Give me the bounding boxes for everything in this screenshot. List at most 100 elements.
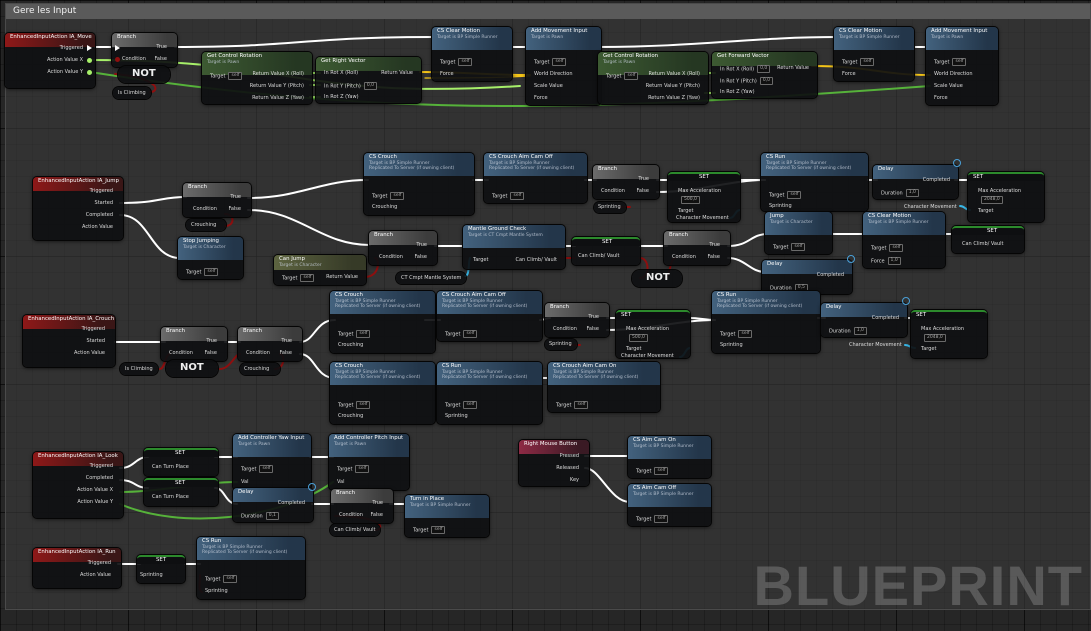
- self-box[interactable]: self: [223, 575, 238, 583]
- branch-look[interactable]: Branch Condition True False: [331, 489, 393, 523]
- self-box[interactable]: self: [889, 244, 904, 252]
- self-box[interactable]: self: [300, 274, 315, 282]
- self-box[interactable]: self: [463, 401, 478, 409]
- comment-title-bar[interactable]: Gere les Input: [6, 4, 1090, 19]
- float-pin[interactable]: [87, 58, 92, 63]
- branch-move[interactable]: Branch Condition True False: [112, 33, 177, 67]
- event-ia-move[interactable]: EnhancedInputAction IA_Move Triggered Ac…: [5, 33, 95, 88]
- var-crouching[interactable]: Crouching: [186, 219, 226, 231]
- set-can-climb-jump-2[interactable]: SET Can Climb/ Vault: [952, 226, 1024, 253]
- max-accel-value[interactable]: 500,0: [681, 196, 700, 204]
- self-box[interactable]: self: [791, 243, 806, 251]
- event-ia-jump[interactable]: EnhancedInputAction IA_Jump Triggered St…: [33, 177, 123, 240]
- duration-value[interactable]: 1,0: [905, 189, 919, 197]
- in-x-value[interactable]: 0,0: [757, 65, 771, 73]
- var-character-movement[interactable]: Character Movement: [676, 215, 729, 221]
- branch-jump-1[interactable]: Branch Condition True False: [183, 183, 251, 217]
- branch-jump-4[interactable]: Branch Condition True False: [664, 231, 730, 265]
- duration-value[interactable]: 0,1: [265, 512, 279, 520]
- branch-crouch-3[interactable]: Branch Condition True False: [545, 303, 609, 337]
- event-ia-run[interactable]: EnhancedInputAction IA_Run Triggered Act…: [33, 548, 121, 588]
- self-box[interactable]: self: [952, 58, 967, 66]
- self-box[interactable]: self: [787, 191, 802, 199]
- set-max-accel-crouch-2[interactable]: SET Max Acceleration 2048,0 Target: [911, 310, 987, 358]
- self-box[interactable]: self: [552, 58, 567, 66]
- var-is-climbing-crouch[interactable]: Is Climbing: [120, 363, 158, 375]
- bool-pin[interactable]: [115, 57, 120, 62]
- self-box[interactable]: self: [738, 330, 753, 338]
- branch-jump-3[interactable]: Branch Condition True False: [369, 231, 437, 265]
- var-sprinting-crouch[interactable]: Sprinting: [545, 339, 577, 350]
- in-y-value[interactable]: 0,0: [363, 82, 377, 90]
- max-accel-value[interactable]: 2048,0: [981, 196, 1003, 204]
- set-max-accel-jump-2[interactable]: SET Max Acceleration 2048,0 Target: [968, 172, 1044, 222]
- self-box[interactable]: self: [355, 465, 370, 473]
- self-box[interactable]: self: [463, 330, 478, 338]
- self-box[interactable]: self: [654, 515, 669, 523]
- set-max-accel-crouch[interactable]: SET Max Acceleration 500,0 Target: [616, 310, 690, 358]
- set-sprinting[interactable]: SET Sprinting: [137, 555, 185, 583]
- self-box[interactable]: self: [431, 526, 446, 534]
- var-character-movement[interactable]: Character Movement: [849, 342, 902, 348]
- max-accel-value[interactable]: 500,0: [629, 334, 648, 342]
- get-right-vector[interactable]: Get Right Vector In Rot X (Roll) In Rot …: [316, 57, 421, 103]
- in-y-value[interactable]: 0,0: [759, 77, 773, 85]
- not-move[interactable]: NOT: [118, 66, 170, 83]
- branch-jump-2[interactable]: Branch Condition True False: [593, 165, 659, 199]
- set-max-accel-jump[interactable]: SET Max Acceleration 500,0 Target: [668, 172, 740, 222]
- branch-crouch-2[interactable]: Branch Condition True False: [238, 327, 302, 361]
- event-ia-look[interactable]: EnhancedInputAction IA_Look Triggered Co…: [33, 452, 123, 518]
- self-box[interactable]: self: [860, 58, 875, 66]
- set-can-turn-place-2[interactable]: SET Can Turn Place: [144, 478, 218, 506]
- var-ct-cmpt-mantle[interactable]: CT Cmpt Mantle System: [396, 272, 466, 284]
- self-box[interactable]: self: [356, 401, 371, 409]
- var-crouching-crouch[interactable]: Crouching: [240, 363, 280, 375]
- self-box[interactable]: self: [458, 58, 473, 66]
- not-jump[interactable]: NOT: [632, 270, 682, 287]
- set-can-climb-jump[interactable]: SET Can Climb/ Vault: [572, 237, 640, 265]
- self-box[interactable]: self: [624, 72, 639, 80]
- var-is-climbing[interactable]: Is Climbing: [113, 87, 151, 99]
- duration-value[interactable]: 1,0: [853, 327, 867, 335]
- right-mouse-button[interactable]: Right Mouse Button Pressed Released Key: [519, 440, 589, 486]
- event-ia-crouch[interactable]: EnhancedInputAction IA_Crouch Triggered …: [23, 315, 115, 367]
- self-box[interactable]: self: [228, 72, 243, 80]
- max-accel-value[interactable]: 2048,0: [924, 334, 946, 342]
- self-box[interactable]: self: [574, 401, 589, 409]
- exec-pin[interactable]: [115, 45, 120, 51]
- force-value[interactable]: 1,0: [887, 257, 901, 265]
- self-box[interactable]: self: [356, 330, 371, 338]
- exec-pin[interactable]: [87, 45, 92, 51]
- branch-crouch-1[interactable]: Branch Condition True False: [161, 327, 227, 361]
- self-box[interactable]: self: [654, 467, 669, 475]
- self-box[interactable]: self: [390, 192, 405, 200]
- var-sprinting[interactable]: Sprinting: [594, 202, 626, 213]
